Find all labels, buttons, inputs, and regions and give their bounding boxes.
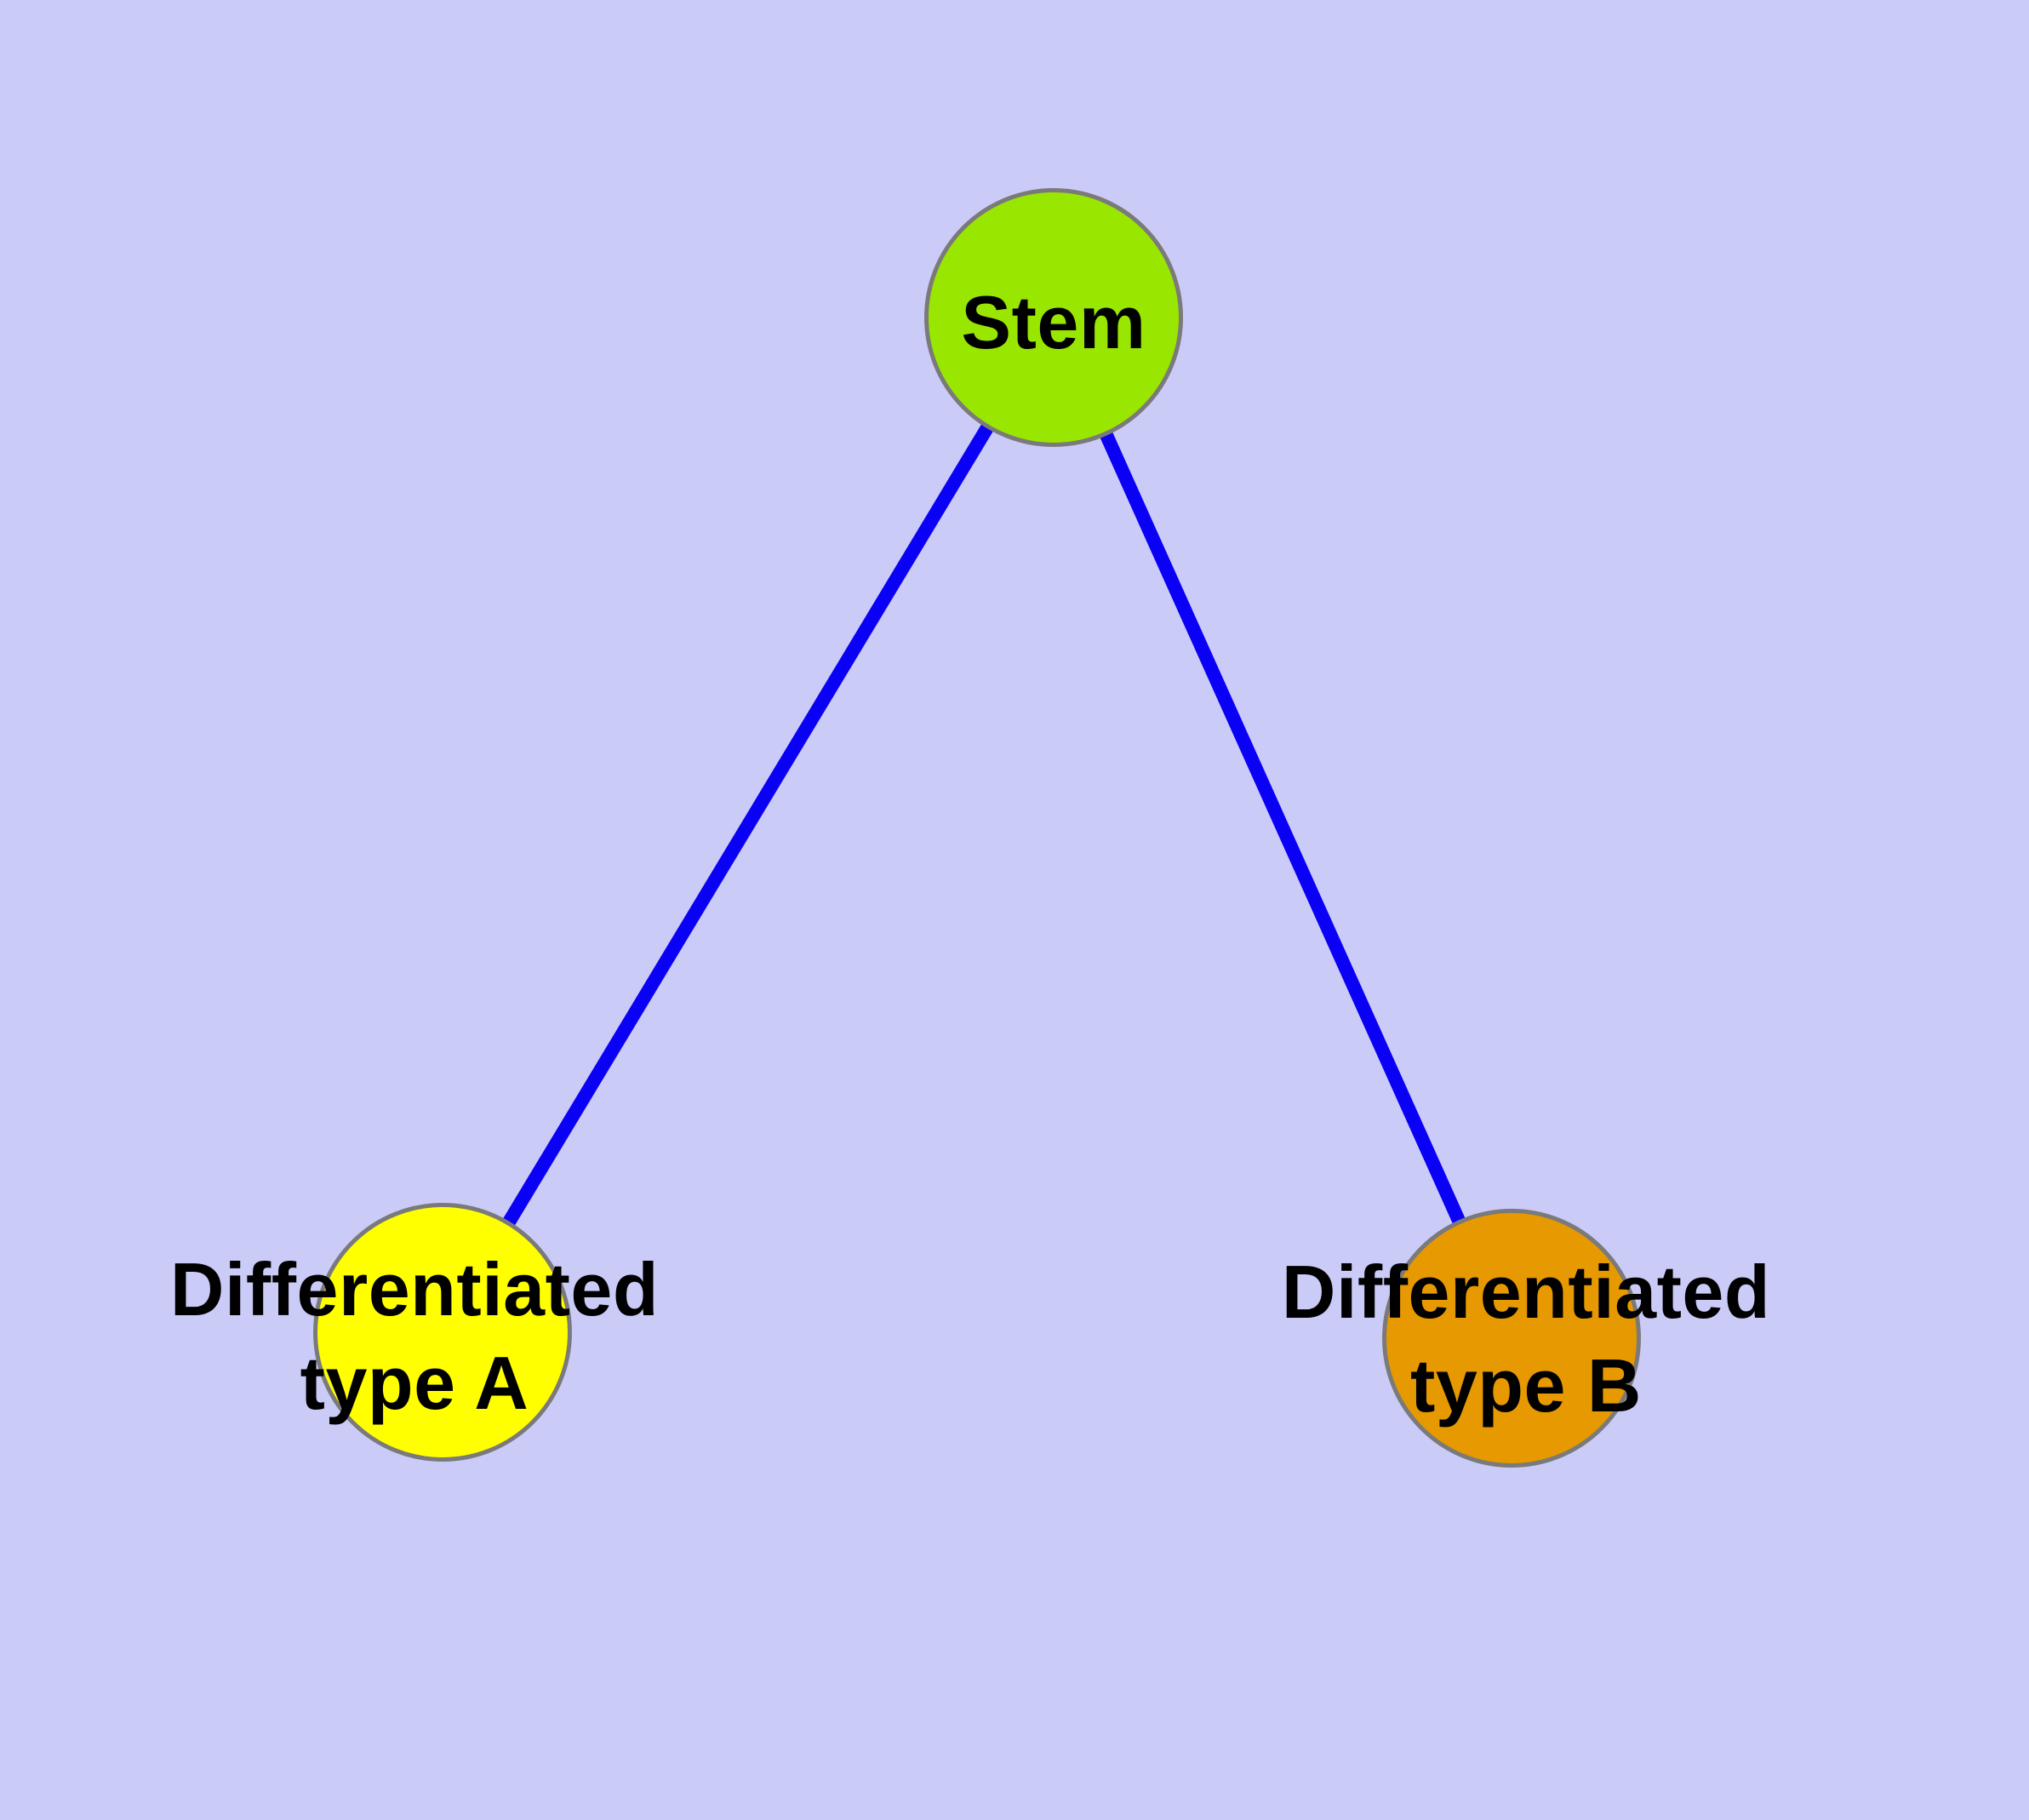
- edge-stem-to-type-a: [437, 313, 1060, 1336]
- node-type-a-circle: [313, 1203, 572, 1462]
- edge-stem-to-type-b: [1047, 314, 1518, 1342]
- node-type-a-label: Differentiated type A: [169, 1247, 660, 1425]
- node-type-b-circle: [1382, 1209, 1641, 1468]
- node-type-b-label: Differentiated type B: [1281, 1250, 1771, 1428]
- node-stem-circle: [924, 188, 1183, 447]
- node-stem-label: Stem: [961, 280, 1146, 364]
